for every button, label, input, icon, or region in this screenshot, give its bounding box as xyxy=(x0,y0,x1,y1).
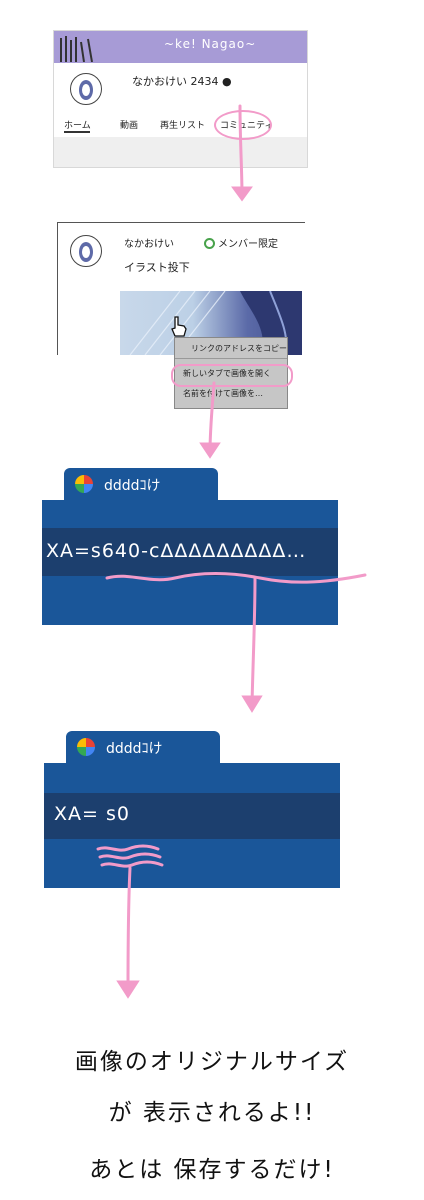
active-tab-indicator xyxy=(64,131,90,133)
hand-cursor-icon xyxy=(171,316,187,337)
browser-window: XA= s0 xyxy=(44,763,340,888)
content-area xyxy=(54,137,307,167)
tab-playlists[interactable]: 再生リスト xyxy=(160,121,206,131)
tab-home[interactable]: ホーム xyxy=(64,121,91,131)
menu-item-highlight xyxy=(171,364,293,387)
arrow-2-head xyxy=(199,442,221,459)
member-only-label: メンバー限定 xyxy=(218,239,278,250)
menu-item-copy-link[interactable]: リンクのアドレスをコピー xyxy=(191,344,287,353)
arrow-1-head xyxy=(231,186,253,202)
arrow-2-line xyxy=(208,381,216,454)
browser-tab[interactable]: ddddｺけ xyxy=(66,731,220,763)
menu-divider xyxy=(175,358,287,359)
arrow-3-line xyxy=(250,576,257,707)
pinwheel-icon xyxy=(75,475,93,493)
tab-videos[interactable]: 動画 xyxy=(120,121,139,131)
squiggle-url-2b xyxy=(98,852,162,860)
message-line-1: 画像のオリジナルサイズ xyxy=(74,1049,350,1075)
message-line-2: が 表示されるよ!! xyxy=(108,1100,316,1126)
banner-art xyxy=(60,36,93,62)
avatar-drawing xyxy=(79,80,93,100)
tab-title: ddddｺけ xyxy=(106,741,163,757)
arrow-4-line xyxy=(126,866,132,992)
arrow-1-line xyxy=(238,104,244,198)
address-bar[interactable]: XA= s0 xyxy=(44,793,340,839)
squiggle-url-2a xyxy=(96,844,160,852)
url-text: XA=s640-cΔΔΔΔΔΔΔΔΔ… xyxy=(46,540,307,562)
browser-tab[interactable]: ddddｺけ xyxy=(64,468,218,500)
arrow-4-head xyxy=(116,980,140,999)
menu-item-save-image[interactable]: 名前を付けて画像を… xyxy=(183,389,263,398)
pinwheel-icon xyxy=(77,738,95,756)
browser-window: XA=s640-cΔΔΔΔΔΔΔΔΔ… xyxy=(42,500,338,625)
channel-page-panel: ~ke! Nagao~ なかおけい 2434 ● ホーム 動画 再生リスト コミ… xyxy=(53,30,308,168)
avatar-drawing xyxy=(79,242,93,262)
channel-name: なかおけい 2434 ● xyxy=(132,75,232,88)
post-author-avatar[interactable] xyxy=(70,235,102,267)
community-tab-highlight xyxy=(214,110,272,140)
context-menu: リンクのアドレスをコピー 新しいタブで画像を開く 名前を付けて画像を… xyxy=(174,337,288,409)
address-bar[interactable]: XA=s640-cΔΔΔΔΔΔΔΔΔ… xyxy=(42,528,338,576)
banner-title: ~ke! Nagao~ xyxy=(164,37,257,51)
post-author-name: なかおけい xyxy=(124,239,174,250)
tab-title: ddddｺけ xyxy=(104,478,161,494)
channel-banner: ~ke! Nagao~ xyxy=(54,31,307,63)
community-post-panel: なかおけい メンバー限定 イラスト投下 xyxy=(57,222,305,356)
url-text: XA= s0 xyxy=(54,803,130,825)
arrow-3-head xyxy=(241,695,263,713)
message-line-3: あとは 保存するだけ! xyxy=(89,1157,335,1183)
squiggle-url-2c xyxy=(100,860,164,868)
squiggle-url-1 xyxy=(105,572,367,584)
member-icon xyxy=(204,238,215,249)
post-text: イラスト投下 xyxy=(124,261,190,274)
channel-avatar[interactable] xyxy=(70,73,102,105)
menu-item-open-image-new-tab[interactable]: 新しいタブで画像を開く xyxy=(183,369,271,378)
